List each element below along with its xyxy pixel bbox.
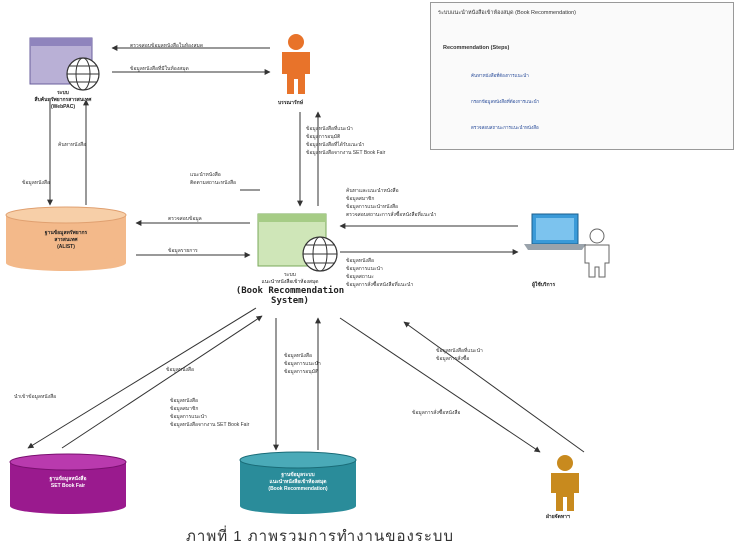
setbookfair-database-icon <box>9 453 127 514</box>
edge-label: ข้อมูลรายการ <box>168 248 198 254</box>
recommendation-database-icon <box>239 451 357 514</box>
edge-label: ข้อมูลหนังสือจากงาน SET Book Fair <box>170 422 250 428</box>
edge-label: ข้อมูลการอนุมัติ <box>284 369 319 375</box>
library-database-icon <box>5 206 127 271</box>
center-line3: (Book Recommendation <box>235 286 345 296</box>
edge-label: ข้อมูลหนังสือ <box>166 367 194 373</box>
librarian-label: บรรณารักษ์ <box>278 100 303 106</box>
edge-label: ข้อมูลการสั่งซื้อหนังสือที่แนะนำ <box>346 282 414 288</box>
acquisition-staff-person-icon <box>551 455 579 511</box>
arrow-e12 <box>61 315 263 449</box>
arrow-e15 <box>339 317 541 453</box>
edge-label: ข้อมูลการแนะนำ <box>284 361 321 367</box>
user-label: ผู้ใช้บริการ <box>532 282 556 288</box>
setbookfair-db-label: ฐานข้อมูลหนังสือ SET Book Fair <box>49 476 87 489</box>
edge-label: ข้อมูลหนังสือที่มีในห้องสมุด <box>130 66 189 72</box>
edge-label: ข้อมูลสถานะ <box>346 274 374 280</box>
screenshot-item[interactable]: ตรวจสอบสถานะการแนะนำหนังสือ <box>471 125 539 130</box>
edge-label: ตรวจสอบข้อมูล <box>168 216 202 222</box>
laptop-icon <box>524 213 586 250</box>
flow-arrows <box>27 45 585 453</box>
center-line1: ระบบ <box>284 272 296 278</box>
center-line2: แนะนำหนังสือเข้าห้องสมุด <box>261 279 319 285</box>
edge-label: ข้อมูลการอนุมัติ <box>306 134 341 140</box>
edge-label: ตรวจสอบข้อมูลหนังสือในห้องสมุด <box>130 43 204 49</box>
screenshot-item[interactable]: ค้นหาหนังสือที่ต้องการแนะนำ <box>471 73 529 78</box>
edge-label: ข้อมูลหนังสือที่แนะนำ <box>436 348 483 354</box>
edge-label: ข้อมูลหนังสือที่แนะนำ <box>306 126 353 132</box>
edge-label: ค้นหาหนังสือ <box>58 142 87 148</box>
edge-label: ข้อมูลหนังสือ <box>170 398 198 404</box>
screenshot-item[interactable]: กรอกข้อมูลหนังสือที่ต้องการแนะนำ <box>471 99 540 104</box>
book-recommendation-system-icon <box>257 213 338 272</box>
figure-caption: ภาพที่ 1 ภาพรวมการทำงานของระบบ <box>186 528 454 545</box>
screenshot-inset: ระบบแนะนำหนังสือเข้าห้องสมุด (Book Recom… <box>430 2 734 150</box>
edge-label: ข้อมูลหนังสือ <box>346 258 374 264</box>
center-line4: System) <box>271 296 309 306</box>
edge-label: ข้อมูลหนังสือ <box>22 180 50 186</box>
library-db-label: ฐานข้อมูลทรัพยากร สารสนเทศ (ALIST) <box>44 230 88 250</box>
edge-label: ข้อมูลสมาชิก <box>346 196 375 202</box>
edge-label: ข้อมูลการสั่งซื้อหนังสือ <box>412 410 461 416</box>
edge-label: ข้อมูลการแนะนำหนังสือ <box>346 204 399 210</box>
edge-label: ค้นหาและแนะนำหนังสือ <box>346 188 399 194</box>
edge-label: ข้อมูลการแนะนำ <box>346 266 383 272</box>
recommendation-db-label: ฐานข้อมูลระบบ แนะนำหนังสือเข้าห้องสมุด (… <box>268 472 328 492</box>
user-person-icon <box>584 228 610 278</box>
center-system-title: ระบบ แนะนำหนังสือเข้าห้องสมุด (Book Reco… <box>225 272 355 306</box>
edge-label: ติดตามสถานะหนังสือ <box>190 180 237 186</box>
edge-label: ข้อมูลหนังสือ <box>284 353 312 359</box>
webpac-label: ระบบ สืบค้นทรัพยากรสารสนเทศ (WebPAC) <box>34 90 92 110</box>
edge-label: ข้อมูลหนังสือที่ได้รับแนะนำ <box>306 142 365 148</box>
edge-label: ตรวจสอบสถานะการสั่งซื้อหนังสือที่แนะนำ <box>346 212 437 218</box>
arrow-e11 <box>27 307 257 449</box>
edge-label: ข้อมูลสมาชิก <box>170 406 199 412</box>
screenshot-title: ระบบแนะนำหนังสือเข้าห้องสมุด (Book Recom… <box>438 10 576 16</box>
webpac-system-icon <box>29 37 100 91</box>
edge-label: แนะนำหนังสือ <box>190 172 221 178</box>
acquisition-label: ฝ่ายจัดหาฯ <box>546 514 570 520</box>
edge-label: ข้อมูลการสั่งซื้อ <box>436 356 470 362</box>
librarian-person-icon <box>282 34 310 94</box>
edge-label: ข้อมูลการแนะนำ <box>170 414 207 420</box>
screenshot-subtitle: Recommendation (Steps) <box>443 45 510 51</box>
arrow-e16 <box>403 321 585 453</box>
edge-label: นำเข้าข้อมูลหนังสือ <box>14 394 57 400</box>
edge-label: ข้อมูลหนังสือจากงาน SET Book Fair <box>306 150 386 156</box>
